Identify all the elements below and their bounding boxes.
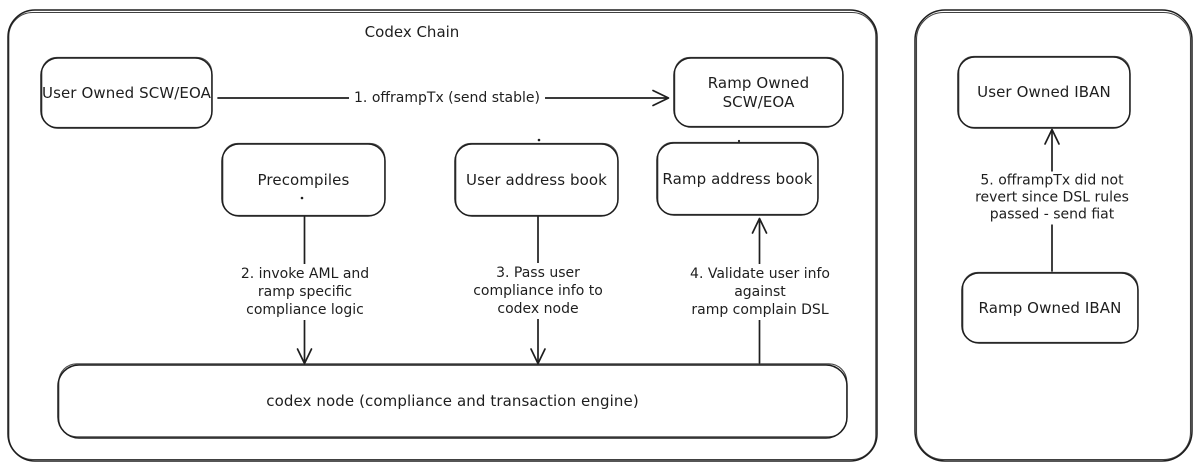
node-user-iban [957, 56, 1131, 129]
codex-chain-title: Codex Chain [364, 23, 460, 41]
edge-label-step2-line: compliance logic [246, 302, 364, 318]
node-user-address-book [454, 143, 619, 217]
edge-label-step1: 1. offrampTx (send stable) [349, 88, 545, 108]
edge-label-step3: 3. Pass user compliance info to codex no… [468, 263, 608, 319]
node-ramp-scw-eoa-sketch [674, 56, 844, 127]
edge-label-step4-line: against [734, 284, 786, 300]
stray-dot [537, 138, 541, 142]
stray-dot [300, 196, 304, 200]
edge-label-step2-line: 2. invoke AML and [240, 266, 370, 282]
edge-label-step5-line: revert since DSL rules [975, 189, 1129, 206]
edge-label-step4-line: 4. Validate user info [690, 266, 830, 282]
container-fiat-rail [914, 9, 1193, 462]
node-user-scw-eoa [40, 57, 213, 129]
node-ramp-iban-sketch [962, 271, 1139, 343]
node-user-scw-eoa-sketch [41, 56, 213, 128]
node-ramp-address-book-sketch [657, 141, 819, 215]
edge-label-step3-line: 3. Pass user [496, 265, 580, 281]
edge-label-step5-line: 5. offrampTx did not [980, 172, 1124, 189]
edge-label-step5-line: passed - send fiat [989, 206, 1115, 223]
edge-label-step2-line: ramp specific [257, 284, 353, 300]
node-codex-node [57, 364, 848, 439]
node-user-iban-sketch [958, 55, 1131, 128]
node-precompiles-sketch [222, 142, 386, 216]
edge-label-step4: 4. Validate user info against ramp compl… [685, 264, 835, 320]
node-codex-node-sketch [58, 363, 848, 438]
edge-label-step5: 5. offrampTx did not revert since DSL ru… [970, 171, 1134, 225]
node-precompiles [221, 143, 386, 217]
edge-label-step4-line: ramp complain DSL [691, 302, 829, 318]
container-codex-chain-sketch [8, 11, 877, 461]
stray-dot [737, 139, 741, 143]
container-codex-chain [7, 9, 878, 462]
node-ramp-iban [961, 272, 1139, 344]
node-user-address-book-sketch [455, 142, 619, 216]
node-ramp-address-book [656, 142, 819, 216]
node-ramp-scw-eoa [673, 57, 844, 128]
edge-label-step3-line: codex node [497, 301, 579, 317]
container-fiat-rail-sketch [915, 11, 1192, 461]
edge-label-step2: 2. invoke AML and ramp specific complian… [235, 264, 375, 320]
edge-label-step3-line: compliance info to [473, 283, 603, 299]
